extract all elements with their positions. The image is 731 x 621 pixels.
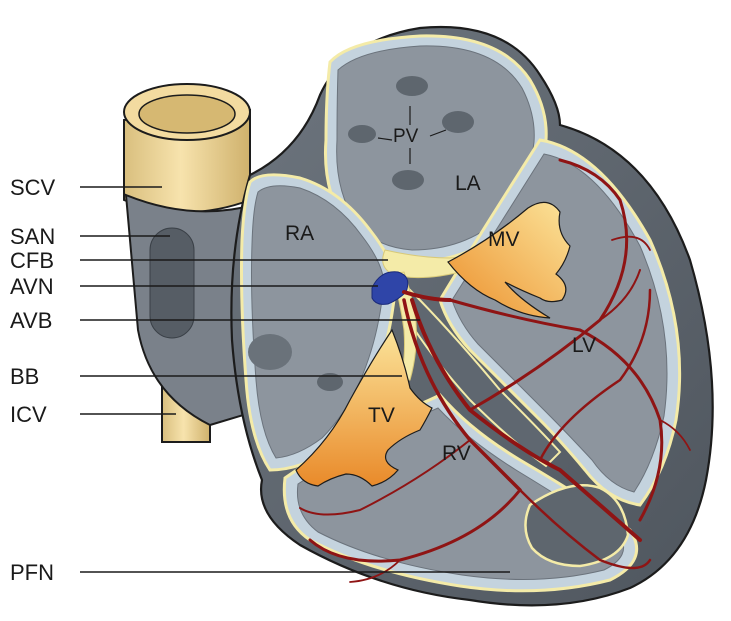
sinoatrial-node-region [150,228,194,338]
label-pfn: PFN [10,560,54,585]
label-pv: PV [393,126,419,147]
label-bb: BB [10,364,39,389]
label-san: SAN [10,224,55,249]
label-icv: ICV [10,402,47,427]
moderator-band-muscle [525,485,628,566]
label-rv: RV [442,442,471,465]
side-labels: SCV SAN CFB AVN AVB BB ICV PFN [10,175,56,585]
label-scv: SCV [10,175,56,200]
label-lv: LV [572,334,596,357]
label-la: LA [455,172,481,195]
label-avn: AVN [10,274,54,299]
label-tv: TV [368,404,395,427]
label-cfb: CFB [10,248,54,273]
superior-caval-vein [124,84,250,212]
label-mv: MV [488,228,520,251]
label-avb: AVB [10,308,52,333]
label-ra: RA [285,222,314,245]
